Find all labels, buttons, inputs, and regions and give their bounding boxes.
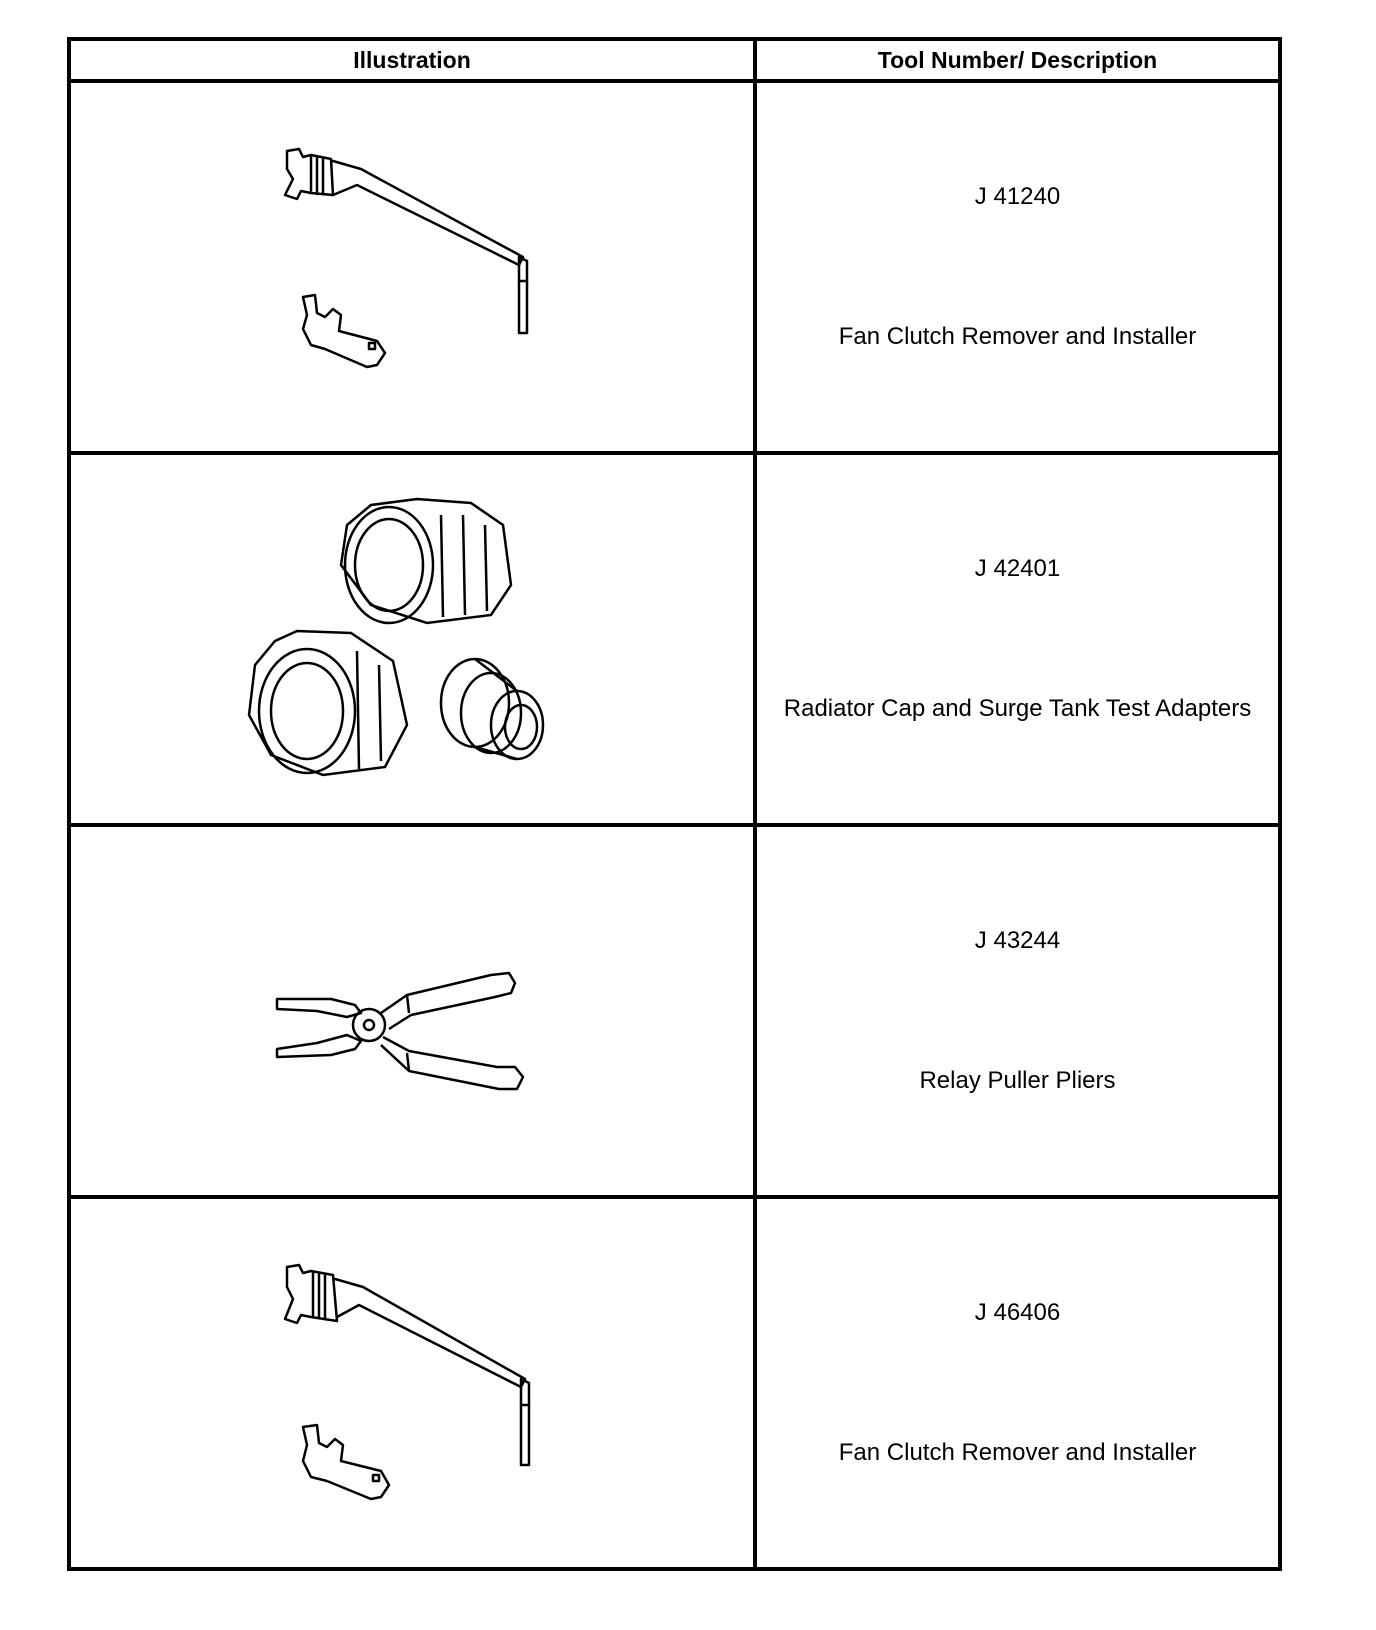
header-tool-description: Tool Number/ Description xyxy=(753,37,1282,83)
tool-number: J 41240 xyxy=(974,183,1061,210)
tool-number: J 43244 xyxy=(974,927,1061,954)
pliers-icon xyxy=(275,971,525,1091)
description-cell: J 43244 Relay Puller Pliers xyxy=(753,823,1282,1199)
special-tools-table: Illustration Tool Number/ Description xyxy=(67,37,1282,1571)
header-row: Illustration Tool Number/ Description xyxy=(67,37,1282,83)
fan-clutch-wrench-icon xyxy=(283,147,529,369)
tool-number: J 46406 xyxy=(974,1299,1061,1326)
table-row: J 41240 Fan Clutch Remover and Installer xyxy=(67,79,1282,455)
illustration-cell xyxy=(67,1195,757,1571)
illustration-cell xyxy=(67,79,757,455)
tool-number: J 42401 xyxy=(974,555,1061,582)
description-cell: J 46406 Fan Clutch Remover and Installer xyxy=(753,1195,1282,1571)
header-illustration: Illustration xyxy=(67,37,757,83)
test-adapters-icon xyxy=(247,497,545,777)
tool-description: Fan Clutch Remover and Installer xyxy=(838,323,1197,350)
description-cell: J 42401 Radiator Cap and Surge Tank Test… xyxy=(753,451,1282,827)
fan-clutch-wrench-icon xyxy=(283,1263,531,1501)
tool-description: Relay Puller Pliers xyxy=(919,1067,1116,1094)
description-cell: J 41240 Fan Clutch Remover and Installer xyxy=(753,79,1282,455)
illustration-cell xyxy=(67,451,757,827)
tool-description: Radiator Cap and Surge Tank Test Adapter… xyxy=(783,695,1252,722)
table-row: J 42401 Radiator Cap and Surge Tank Test… xyxy=(67,451,1282,827)
tool-description: Fan Clutch Remover and Installer xyxy=(838,1439,1197,1466)
table-row: J 46406 Fan Clutch Remover and Installer xyxy=(67,1195,1282,1571)
table-row: J 43244 Relay Puller Pliers xyxy=(67,823,1282,1199)
illustration-cell xyxy=(67,823,757,1199)
